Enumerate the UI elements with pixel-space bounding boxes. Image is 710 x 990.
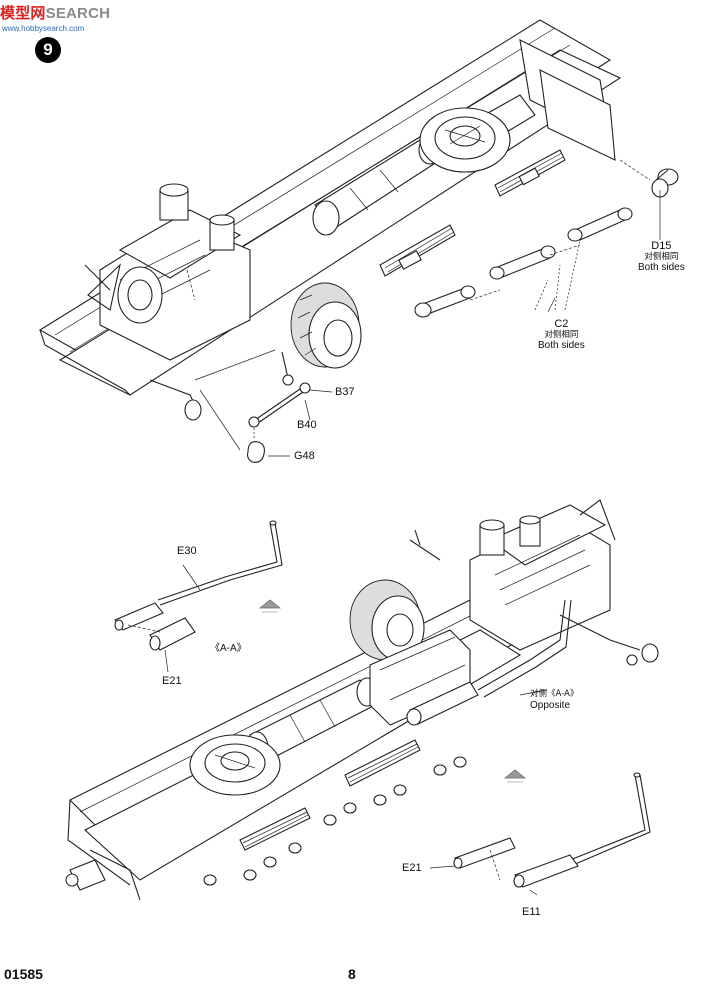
part-e30-e21-top-drawing — [114, 520, 283, 651]
part-c2-drawing — [414, 207, 633, 318]
label-c2: C2 对侧相同 Both sides — [538, 318, 585, 352]
label-e21-top: E21 — [162, 675, 182, 687]
label-opposite-cn: 对侧《A-A》 — [530, 689, 579, 699]
label-e30: E30 — [177, 545, 197, 557]
catalog-number: 01585 — [4, 966, 43, 982]
label-d15-part: D15 — [651, 240, 672, 252]
label-g48: G48 — [294, 450, 315, 462]
page-number: 8 — [348, 966, 356, 982]
watermark-url: www.hobbysearch.com — [2, 24, 85, 33]
label-aa-left: 《A-A》 — [210, 643, 247, 654]
label-b37: B37 — [335, 386, 355, 398]
direction-arrow-bottom — [504, 769, 526, 783]
lower-chassis-drawing — [65, 499, 659, 901]
label-d15-cn: 对侧相同 — [644, 251, 679, 262]
label-e21-bottom: E21 — [402, 862, 422, 874]
part-d15-drawing — [619, 159, 679, 198]
direction-arrow-top — [259, 599, 281, 613]
label-opposite: 对侧《A-A》 Opposite — [530, 689, 579, 711]
label-d15-en: Both sides — [638, 262, 685, 274]
upper-chassis-drawing — [38, 19, 679, 463]
step-number-badge: 9 — [35, 37, 61, 63]
label-e11: E11 — [522, 906, 541, 918]
label-c2-cn: 对侧相同 — [544, 329, 579, 340]
label-d15: D15 对侧相同 Both sides — [638, 240, 685, 274]
part-b37-b40-g48-drawing — [199, 351, 311, 463]
label-c2-en: Both sides — [538, 340, 585, 352]
watermark-logo: 模型网SEARCH — [0, 2, 110, 23]
watermark-cn: 模型网 — [0, 4, 46, 22]
part-e11-e21-bottom-drawing — [429, 772, 651, 888]
label-opposite-en: Opposite — [530, 699, 571, 711]
label-b40: B40 — [297, 419, 317, 431]
watermark-en: SEARCH — [45, 5, 111, 22]
label-c2-part: C2 — [554, 318, 569, 330]
